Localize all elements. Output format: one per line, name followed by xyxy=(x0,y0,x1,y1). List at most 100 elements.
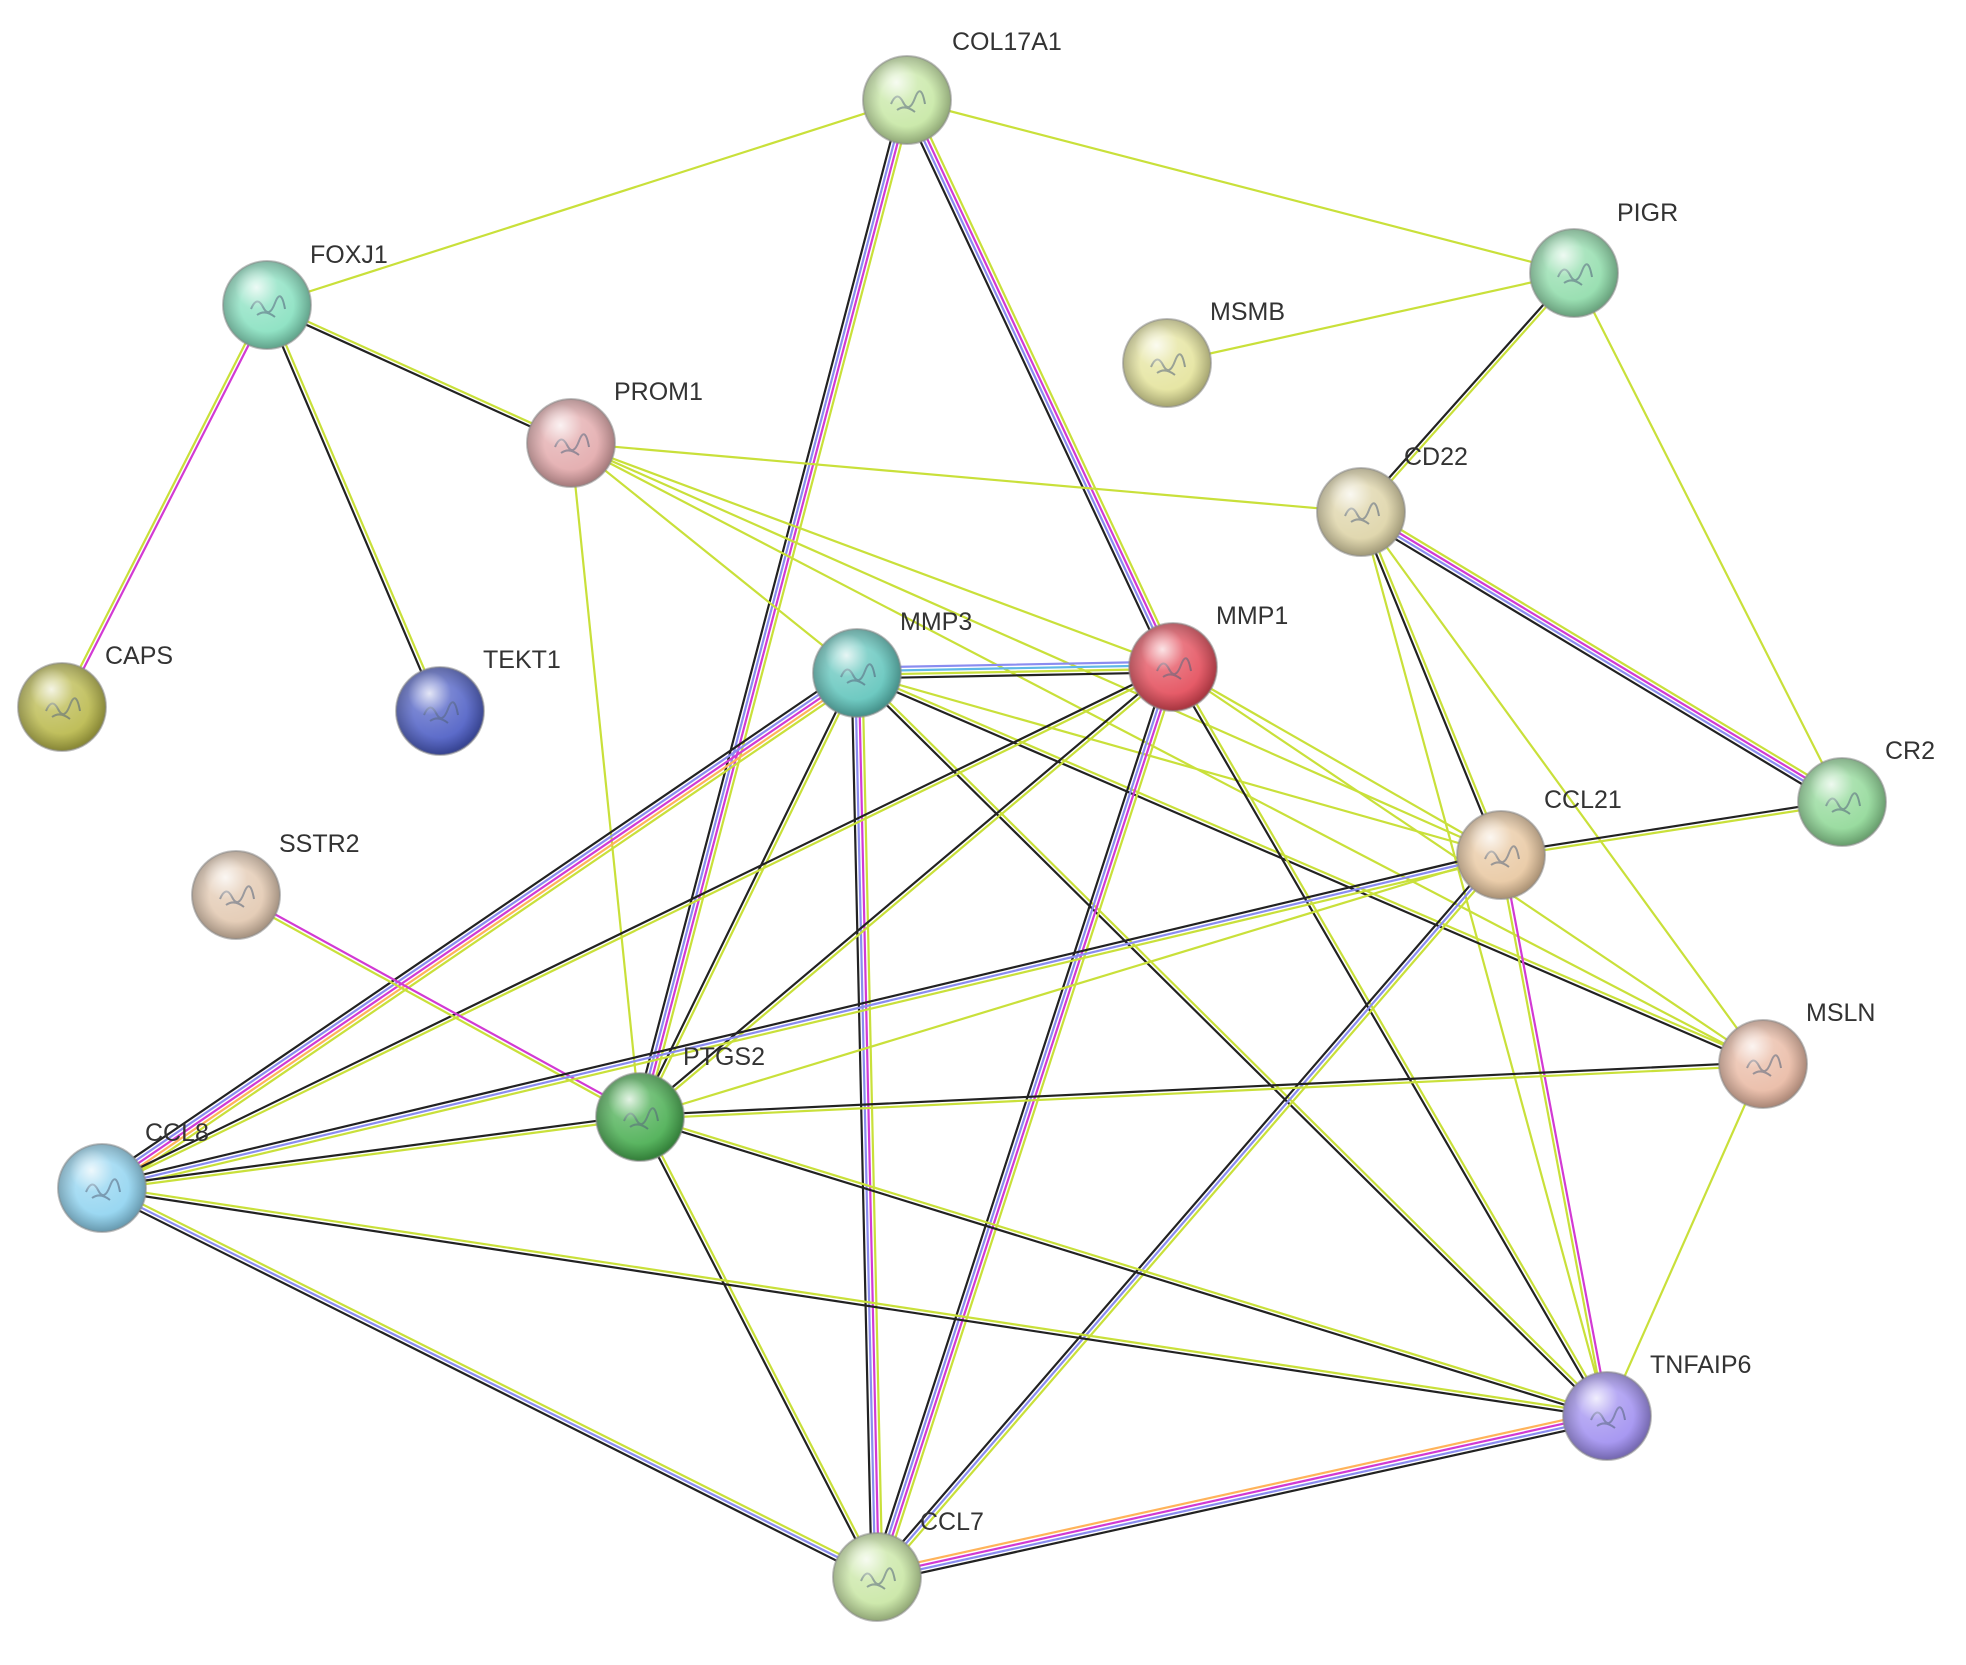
edge-foxj1-caps xyxy=(59,303,270,709)
node-mmp1-gloss xyxy=(1129,623,1217,711)
edge-strand-database xyxy=(854,671,877,1579)
edge-ccl21-ccl7 xyxy=(873,851,1505,1581)
node-msmb[interactable]: MSMB xyxy=(1122,298,1285,408)
edge-strand-textmining xyxy=(1359,510,1765,1066)
node-ccl21-label: CCL21 xyxy=(1544,786,1622,814)
node-ccl8[interactable]: CCL8 xyxy=(57,1119,209,1233)
node-ccl7[interactable]: CCL7 xyxy=(832,1508,984,1622)
edge-strand-textmining xyxy=(1572,271,1844,804)
node-ccl7-outline xyxy=(832,1532,922,1622)
edge-ptgs2-ccl7 xyxy=(637,1115,880,1579)
node-col17a1-gloss xyxy=(863,56,951,144)
edge-mmp3-msln xyxy=(855,670,1765,1067)
edge-strand-textmining xyxy=(569,441,1503,857)
node-tekt1[interactable]: TEKT1 xyxy=(395,646,561,756)
node-mmp1-outline xyxy=(1128,622,1218,712)
node-mmp3[interactable]: MMP3 xyxy=(812,608,972,718)
edge-ccl7-tnfaip6 xyxy=(874,1409,1610,1584)
edge-cd22-cr2 xyxy=(1357,506,1846,808)
edge-foxj1-prom1 xyxy=(265,302,573,446)
edge-strand-textmining xyxy=(267,303,443,712)
node-foxj1-label: FOXJ1 xyxy=(310,241,388,269)
node-foxj1[interactable]: FOXJ1 xyxy=(222,241,388,350)
edge-strand-coexpression xyxy=(638,1061,1765,1117)
edge-strand-experiments xyxy=(62,304,270,709)
edge-strand-experiments xyxy=(907,98,1176,668)
edge-prom1-mmp3 xyxy=(569,441,859,675)
node-ptgs2-outline xyxy=(595,1072,685,1162)
node-sstr2-gloss xyxy=(192,851,280,939)
edge-strand-textmining xyxy=(1171,665,1503,857)
node-prom1[interactable]: PROM1 xyxy=(526,378,703,488)
node-cd22-gloss xyxy=(1317,468,1405,556)
edge-strand-coexpression xyxy=(265,305,572,446)
edge-strand-textmining xyxy=(234,895,641,1120)
node-msmb-label: MSMB xyxy=(1210,298,1285,326)
edge-strand-coexpression xyxy=(1357,515,1841,808)
edge-strand-textmining xyxy=(101,1117,642,1191)
edge-strand-experiments xyxy=(1360,509,1845,802)
node-ccl8-outline xyxy=(57,1143,147,1233)
edge-mmp1-ccl8 xyxy=(100,664,1175,1191)
edge-strand-textmining xyxy=(569,441,859,675)
edge-cd22-ccl21 xyxy=(1358,510,1504,857)
node-caps-gloss xyxy=(18,663,106,751)
node-foxj1-outline xyxy=(222,260,312,350)
node-cd22[interactable]: CD22 xyxy=(1316,443,1468,557)
edge-strand-coexpression xyxy=(855,673,1764,1067)
edge-strand-coexpression xyxy=(638,1117,1608,1419)
node-ccl8-label: CCL8 xyxy=(145,1119,209,1147)
node-cr2-outline xyxy=(1797,757,1887,847)
edge-strand-database xyxy=(100,1186,879,1579)
node-foxj1-gloss xyxy=(223,261,311,349)
edge-strand-textmining xyxy=(905,98,1576,275)
edge-ccl21-ccl8 xyxy=(100,850,1503,1193)
node-caps[interactable]: CAPS xyxy=(17,642,173,752)
edge-strand-coexpression xyxy=(100,1114,641,1188)
node-prom1-outline xyxy=(526,398,616,488)
node-sstr2[interactable]: SSTR2 xyxy=(191,830,360,940)
node-ccl21[interactable]: CCL21 xyxy=(1456,786,1622,900)
node-caps-label: CAPS xyxy=(105,642,173,670)
edge-prom1-mmp1 xyxy=(569,441,1175,669)
edge-prom1-ccl21 xyxy=(569,441,1503,857)
node-msln-gloss xyxy=(1719,1020,1807,1108)
edge-strand-experiments xyxy=(640,99,910,1119)
edge-msmb-pigr xyxy=(1165,271,1576,365)
edge-ccl21-ptgs2 xyxy=(638,853,1503,1119)
edge-strand-textmining xyxy=(638,853,1503,1119)
edge-mmp1-ccl21 xyxy=(1171,665,1503,857)
edge-strand-neighborhood xyxy=(102,674,861,1193)
node-ptgs2[interactable]: PTGS2 xyxy=(595,1043,765,1162)
edge-strand-textmining xyxy=(101,857,1503,1193)
node-mmp1[interactable]: MMP1 xyxy=(1128,602,1288,712)
edge-strand-coexpression xyxy=(633,97,903,1117)
node-tnfaip6-label: TNFAIP6 xyxy=(1650,1351,1751,1379)
node-msmb-gloss xyxy=(1123,319,1211,407)
edge-pigr-cd22 xyxy=(1358,270,1577,515)
edge-strand-textmining xyxy=(101,667,1175,1191)
edge-col17a1-ptgs2 xyxy=(633,97,914,1120)
node-msln[interactable]: MSLN xyxy=(1718,999,1875,1109)
edge-strand-coexpression xyxy=(637,664,1173,1117)
edge-strand-textmining xyxy=(857,670,1610,1416)
edge-strand-coexpression xyxy=(1499,799,1843,855)
edge-strand-database xyxy=(98,668,857,1187)
node-cr2[interactable]: CR2 xyxy=(1797,737,1935,847)
edge-strand-textmining xyxy=(880,667,1180,1580)
node-col17a1[interactable]: COL17A1 xyxy=(862,28,1062,145)
node-caps-outline xyxy=(17,662,107,752)
edge-strand-database xyxy=(637,98,907,1118)
edge-prom1-ptgs2 xyxy=(569,441,642,1119)
node-ccl7-label: CCL7 xyxy=(920,1508,984,1536)
edge-strand-textmining xyxy=(569,441,1175,669)
node-tnfaip6[interactable]: TNFAIP6 xyxy=(1562,1351,1751,1461)
node-cr2-gloss xyxy=(1798,758,1886,846)
edge-strand-database xyxy=(875,853,1503,1579)
node-pigr-gloss xyxy=(1530,229,1618,317)
node-pigr[interactable]: PIGR xyxy=(1529,199,1678,318)
edge-strand-textmining xyxy=(102,1183,880,1575)
edge-mmp1-ccl7 xyxy=(870,664,1180,1580)
edge-msln-tnfaip6 xyxy=(1605,1062,1765,1418)
